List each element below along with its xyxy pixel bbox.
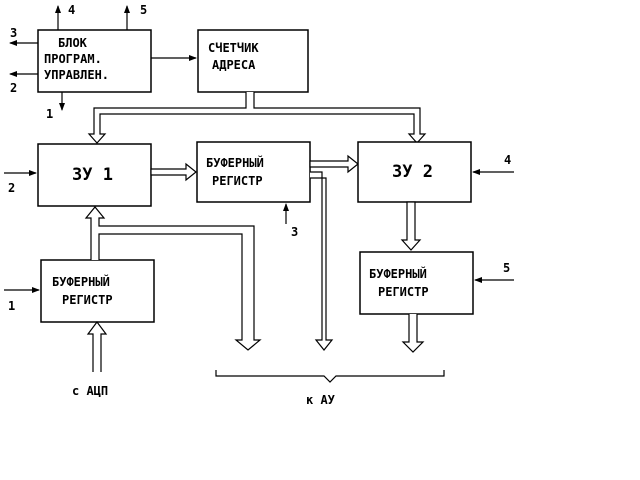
au-bracket: [215, 370, 445, 383]
buffer-right-signal-5-label: 5: [503, 261, 510, 275]
buffer-middle-signal-3-label: 3: [291, 225, 298, 239]
buffer-register-middle-block: БУФЕРНЫЙ РЕГИСТР: [196, 141, 311, 203]
buffer-left-to-zu1-arrow: [84, 206, 262, 351]
buffer-register-right-block: БУФЕРНЫЙ РЕГИСТР: [359, 251, 474, 315]
control-unit-line1: БЛОК: [58, 36, 88, 50]
address-bus-arrow: [87, 92, 427, 144]
buffer-to-au-arrow: [310, 171, 334, 351]
zu1-signal-2-label: 2: [8, 181, 15, 195]
zu2-signal-4-label: 4: [504, 153, 511, 167]
adc-label: с АЦП: [72, 384, 108, 398]
control-unit-block: БЛОК ПРОГРАМ. УПРАВЛЕН.: [37, 29, 152, 93]
buffer-left-signal-1-label: 1: [8, 299, 15, 313]
memory-zu2-label: ЗУ 2: [392, 162, 433, 182]
control-unit-line2: ПРОГРАМ.: [44, 52, 102, 66]
address-counter-line1: СЧЕТЧИК: [208, 41, 259, 55]
to-au-label: к АУ: [306, 393, 336, 407]
buffer-register-left-line1: БУФЕРНЫЙ: [52, 274, 110, 289]
address-counter-line2: АДРЕСА: [212, 58, 256, 72]
memory-zu2-block: ЗУ 2: [357, 141, 472, 203]
ctrl-signal-5-label: 5: [140, 3, 147, 17]
control-unit-line3: УПРАВЛЕН.: [44, 68, 109, 82]
adc-input-arrow: [86, 321, 108, 372]
buffer-register-right-line2: РЕГИСТР: [378, 285, 429, 299]
memory-zu1-label: ЗУ 1: [72, 165, 113, 185]
buffer-register-right-line1: БУФЕРНЫЙ: [369, 266, 427, 281]
buffer-register-left-line2: РЕГИСТР: [62, 293, 113, 307]
ctrl-signal-3-label: 3: [10, 26, 17, 40]
buffer-to-zu2-arrow: [309, 154, 359, 174]
ctrl-signal-4-label: 4: [68, 3, 75, 17]
buffer-register-left-block: БУФЕРНЫЙ РЕГИСТР: [40, 259, 155, 323]
address-counter-block: СЧЕТЧИК АДРЕСА: [197, 29, 309, 93]
zu1-to-buffer-arrow: [150, 162, 197, 182]
ctrl-signal-1-label: 1: [46, 107, 53, 121]
zu2-to-buffer-arrow: [400, 201, 422, 251]
buffer-register-middle-line2: РЕГИСТР: [212, 174, 263, 188]
buffer-right-to-au-arrow: [401, 314, 425, 353]
buffer-register-middle-line1: БУФЕРНЫЙ: [206, 155, 264, 170]
ctrl-signal-2-label: 2: [10, 81, 17, 95]
memory-zu1-block: ЗУ 1: [37, 143, 152, 207]
